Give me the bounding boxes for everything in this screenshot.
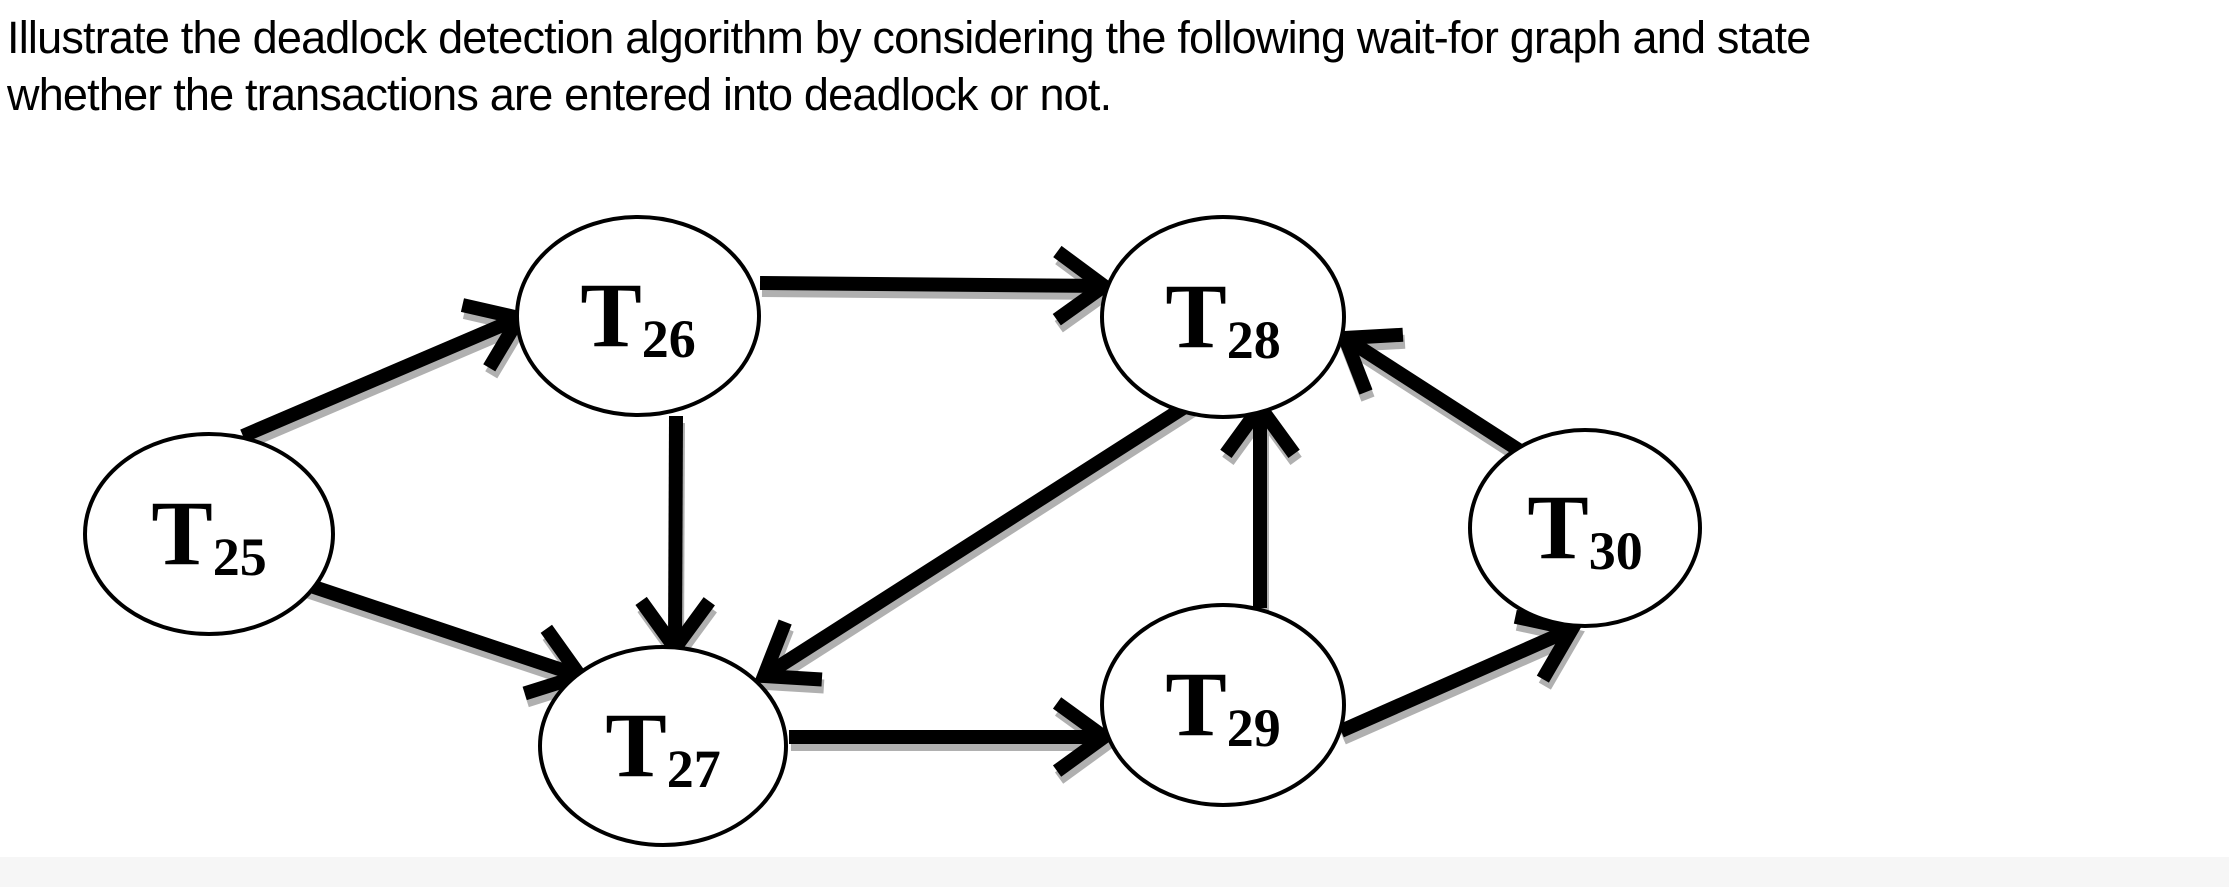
node-T30: T30 <box>1468 428 1702 628</box>
arrowhead-icon-stroke <box>1513 609 1583 683</box>
node-T27: T27 <box>538 645 788 847</box>
node-ellipse-T27 <box>538 645 788 847</box>
node-ellipse-T25 <box>83 432 335 636</box>
edge-shaft-shadow <box>1340 633 1569 745</box>
arrowhead-icon-stroke <box>1334 327 1404 395</box>
node-T28: T28 <box>1100 215 1346 419</box>
node-T26: T26 <box>515 215 761 417</box>
edge-shaft-stroke <box>299 576 574 680</box>
node-label-T27: T27 <box>605 694 720 799</box>
node-T29: T29 <box>1100 603 1346 807</box>
question-line-2: whether the transactions are entered int… <box>7 69 1112 120</box>
node-label-T26: T26 <box>580 264 695 369</box>
edge-shaft-stroke <box>1338 626 1567 738</box>
question-line-1: Illustrate the deadlock detection algori… <box>7 12 1811 63</box>
edge-T27-T29 <box>789 697 1118 784</box>
edge-shaft-shadow <box>242 322 516 450</box>
node-label-T25: T25 <box>151 482 266 587</box>
edge-T25-T27 <box>299 576 594 708</box>
node-T25: T25 <box>83 432 335 636</box>
edge-T26-T28 <box>759 245 1118 333</box>
node-ellipse-T29 <box>1100 603 1346 807</box>
edge-shaft-stroke <box>240 315 514 443</box>
arrowhead-icon-stroke <box>1052 245 1116 326</box>
edge-shaft-stroke <box>668 415 683 640</box>
edge-T29-T30 <box>1338 609 1585 745</box>
edge-T28-T27 <box>753 390 1208 694</box>
arrowhead-icon-stroke <box>1052 697 1116 777</box>
edge-T30-T28 <box>1334 327 1534 469</box>
arrowhead-icon-stroke <box>753 619 823 687</box>
edge-T25-T26 <box>240 298 532 450</box>
edge-shaft-stroke <box>767 390 1206 678</box>
question-text: Illustrate the deadlock detection algori… <box>7 9 2225 123</box>
node-ellipse-T28 <box>1100 215 1346 419</box>
node-label-T29: T29 <box>1165 653 1280 758</box>
node-ellipse-T30 <box>1468 428 1702 628</box>
bottom-strip <box>0 857 2229 887</box>
node-label-T30: T30 <box>1527 476 1642 581</box>
node-label-T28: T28 <box>1165 265 1280 370</box>
edge-shaft-stroke <box>1348 336 1532 462</box>
edge-shaft-stroke <box>759 276 1096 293</box>
node-ellipse-T26 <box>515 215 761 417</box>
edge-T26-T27 <box>635 415 717 667</box>
edge-T29-T28 <box>1220 395 1302 615</box>
